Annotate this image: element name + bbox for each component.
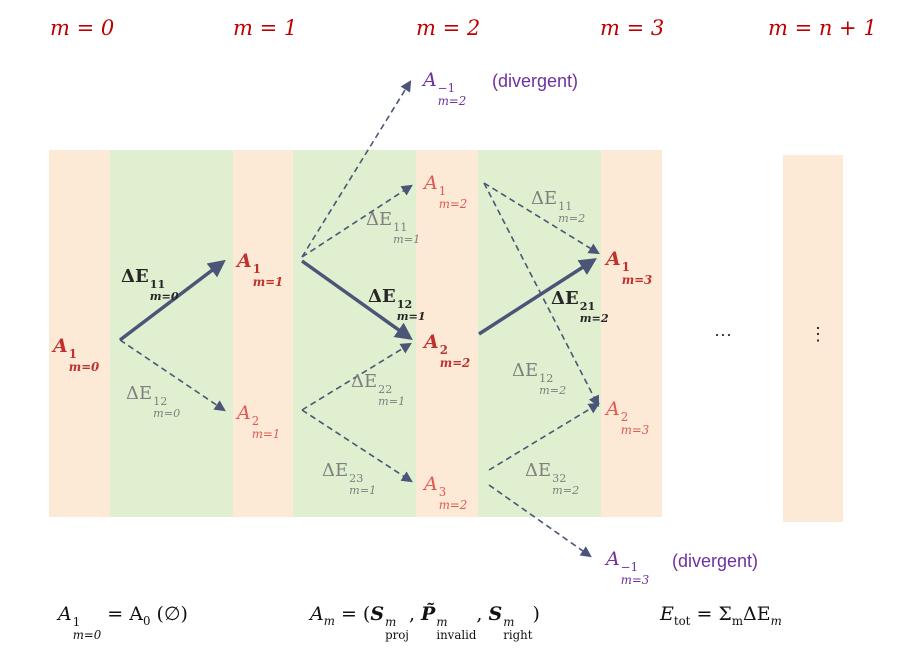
horizontal-ellipsis: ··· (714, 324, 732, 344)
stage-label-0: m = 0 (50, 16, 115, 40)
formula-total-energy: Etot = ΣmΔEm (660, 603, 782, 628)
stage-label-n-plus-1: m = n + 1 (768, 16, 877, 40)
arrow-m1-1-to-m2-2 (300, 259, 413, 341)
divergent-label-m2: (divergent) (492, 71, 579, 91)
arrow-m0-1-to-m1-2 (119, 339, 226, 412)
divergent-label-m3: (divergent) (672, 551, 759, 571)
arrow-m2-3-to-m3-2 (488, 402, 600, 471)
arrow-m0-1-to-m1-1 (118, 259, 226, 342)
arrow-m2-2-to-m3-1 (478, 258, 597, 336)
band-stage-0 (49, 150, 110, 517)
arrow-m1-2-to-m2-2 (301, 342, 412, 411)
arrow-m2-3-to-m3-neg1 (488, 484, 592, 558)
arrow-m1-1-to-m2-1 (301, 184, 413, 258)
arrow-m2-1-to-m3-1 (483, 182, 600, 255)
band-stage-1 (233, 150, 293, 517)
arrow-m1-1-to-m2-neg1 (301, 80, 412, 258)
vertical-ellipsis: ⋮ (809, 324, 827, 344)
stage-label-3: m = 3 (600, 16, 665, 40)
stage-label-1: m = 1 (233, 16, 298, 40)
stage-label-2: m = 2 (416, 16, 481, 40)
band-stage-n-plus-1 (783, 155, 843, 522)
arrow-m2-1-to-m3-2 (483, 182, 600, 407)
band-stage-2 (416, 150, 478, 517)
arrow-m1-2-to-m2-3 (301, 409, 413, 483)
band-stage-3 (601, 150, 662, 517)
